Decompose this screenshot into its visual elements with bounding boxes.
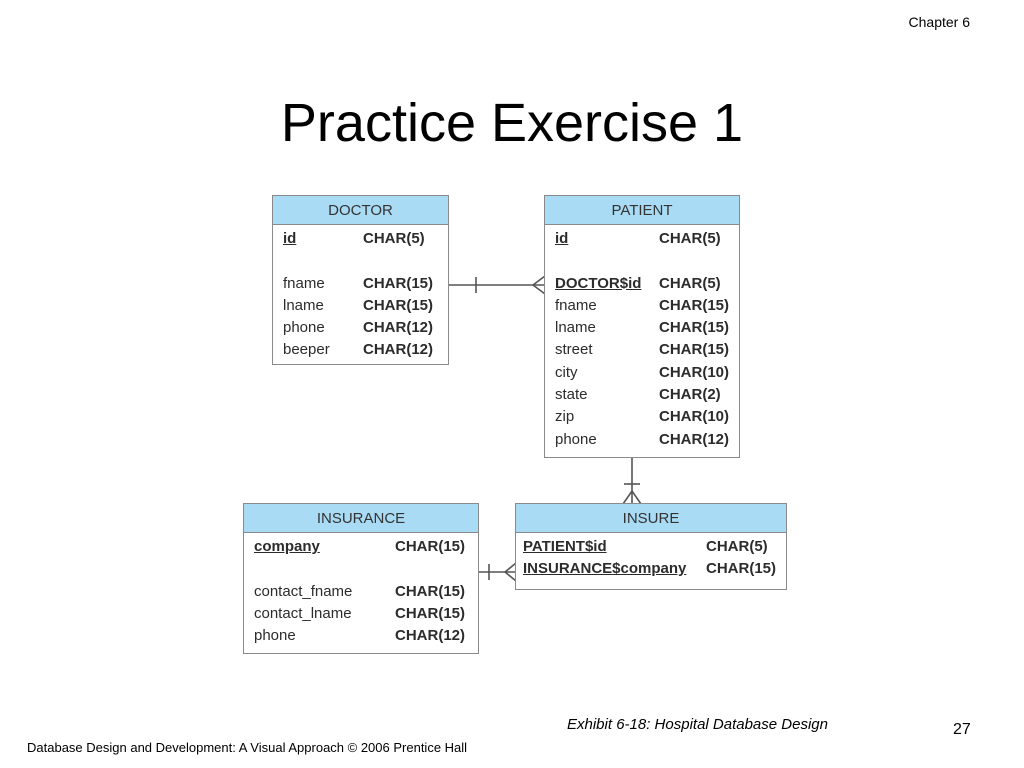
field-name: lname (283, 296, 324, 314)
field-type: CHAR(12) (659, 430, 730, 448)
field-type: CHAR(15) (659, 341, 730, 359)
insure-insurance-crowfoot (503, 562, 517, 582)
field-name: city (555, 363, 578, 381)
entity-name: PATIENT (545, 196, 739, 225)
field-type: CHAR(15) (395, 582, 466, 600)
field-name: contact_fname (254, 582, 353, 600)
field-type: CHAR(10) (659, 408, 730, 426)
field-row: contact_lname CHAR(15) (244, 603, 478, 625)
field-name: INSURANCE$company (523, 560, 687, 578)
insure-patient-crowfoot (622, 489, 642, 505)
field-name: phone (254, 627, 296, 645)
field-type: CHAR(12) (363, 341, 434, 359)
entity-name: DOCTOR (273, 196, 448, 225)
field-name: phone (555, 430, 597, 448)
field-type: CHAR(10) (659, 363, 730, 381)
field-row: beeper CHAR(12) (273, 339, 448, 361)
field-row: INSURANCE$company CHAR(15) (516, 558, 786, 580)
field-row: id CHAR(5) (545, 228, 739, 250)
field-name: PATIENT$id (523, 538, 607, 555)
field-type: CHAR(2) (659, 386, 721, 404)
field-name: street (555, 341, 593, 359)
field-type: CHAR(5) (363, 230, 425, 247)
field-row: id CHAR(5) (273, 228, 448, 250)
field-row: street CHAR(15) (545, 339, 739, 361)
field-name: contact_lname (254, 604, 352, 622)
field-row: phone CHAR(12) (244, 625, 478, 647)
field-name: state (555, 386, 588, 404)
field-type: CHAR(15) (363, 296, 434, 314)
field-row: contact_fname CHAR(15) (244, 581, 478, 603)
insurance-entity: INSURANCE company CHAR(15) contact_fname… (243, 503, 479, 654)
patient-crowfoot (531, 275, 546, 295)
field-row: phone CHAR(12) (545, 429, 739, 451)
field-name: id (555, 230, 569, 247)
field-row: phone CHAR(12) (273, 317, 448, 339)
insure-entity: INSURE PATIENT$id CHAR(5) INSURANCE$comp… (515, 503, 787, 590)
field-type: CHAR(5) (659, 274, 721, 292)
slide-title: Practice Exercise 1 (280, 93, 744, 153)
patient-entity: PATIENT id CHAR(5) DOCTOR$id CHAR(5) fna… (544, 195, 740, 458)
field-name: fname (283, 274, 325, 292)
field-type: CHAR(12) (395, 627, 466, 645)
field-row: lname CHAR(15) (545, 317, 739, 339)
exhibit-caption: Exhibit 6-18: Hospital Database Design (567, 716, 828, 733)
field-type: CHAR(15) (363, 274, 434, 292)
field-type: CHAR(5) (659, 230, 721, 247)
field-type: CHAR(15) (395, 538, 466, 555)
field-name: id (283, 230, 297, 247)
field-name: company (254, 538, 320, 555)
field-name: zip (555, 408, 575, 426)
doctor-entity: DOCTOR id CHAR(5) fname CHAR(15) lname C… (272, 195, 449, 365)
chapter-label: Chapter 6 (908, 14, 970, 30)
field-row: state CHAR(2) (545, 384, 739, 406)
field-type: CHAR(15) (659, 296, 730, 314)
field-row: fname CHAR(15) (273, 273, 448, 295)
page-number: 27 (953, 721, 971, 738)
field-row: fname CHAR(15) (545, 295, 739, 317)
field-row: company CHAR(15) (244, 536, 478, 558)
field-row: lname CHAR(15) (273, 295, 448, 317)
field-type: CHAR(15) (706, 560, 777, 578)
field-name: DOCTOR$id (555, 274, 642, 292)
field-name: phone (283, 319, 325, 337)
field-name: lname (555, 319, 596, 337)
field-row: PATIENT$id CHAR(5) (516, 536, 786, 558)
field-type: CHAR(15) (395, 604, 466, 622)
entity-name: INSURE (516, 504, 786, 533)
field-type: CHAR(15) (659, 319, 730, 337)
field-name: beeper (283, 341, 330, 359)
entity-name: INSURANCE (244, 504, 478, 533)
field-type: CHAR(5) (706, 538, 768, 555)
field-row: zip CHAR(10) (545, 406, 739, 428)
footer-text: Database Design and Development: A Visua… (27, 740, 468, 755)
field-type: CHAR(12) (363, 319, 434, 337)
field-row: city CHAR(10) (545, 362, 739, 384)
field-name: fname (555, 296, 597, 314)
field-row: DOCTOR$id CHAR(5) (545, 273, 739, 295)
